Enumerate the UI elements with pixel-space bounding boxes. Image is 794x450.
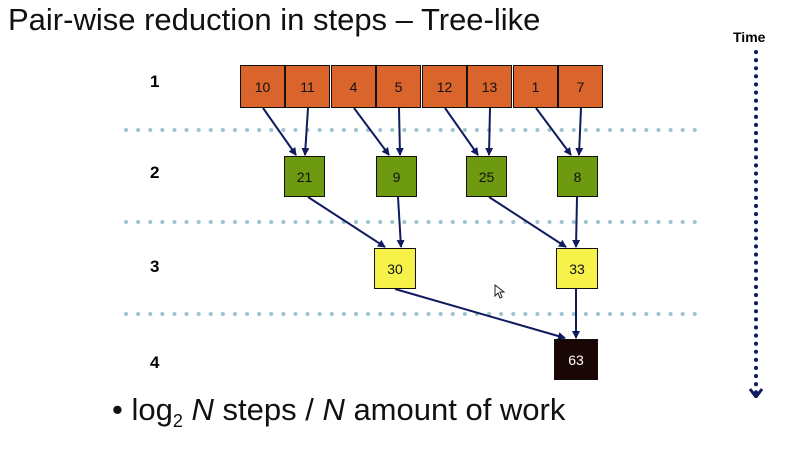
arrow-7-to-8 bbox=[575, 107, 584, 156]
time-axis-label: Time bbox=[733, 29, 766, 45]
mouse-cursor-icon bbox=[494, 283, 506, 299]
level1-box-4: 4 bbox=[331, 65, 376, 108]
level2-box-25: 25 bbox=[466, 156, 507, 197]
level3-box-33: 33 bbox=[556, 248, 598, 289]
arrow-13-to-25 bbox=[485, 107, 494, 156]
level4-box-63: 63 bbox=[554, 339, 598, 380]
step-label-2: 2 bbox=[150, 163, 160, 182]
footer-steps-text: steps / bbox=[213, 392, 323, 427]
step-label-1: 1 bbox=[150, 72, 160, 91]
level2-box-8: 8 bbox=[557, 156, 598, 197]
slide-title: Pair-wise reduction in steps – Tree-like bbox=[8, 2, 541, 37]
bullet-icon: • bbox=[112, 392, 123, 427]
footer-log-base: 2 bbox=[172, 411, 183, 432]
footer-bullet-text: • log2 N steps / N amount of work bbox=[112, 392, 565, 432]
footer-work-text: amount of work bbox=[344, 392, 566, 427]
arrow-30-to-63 bbox=[394, 288, 566, 340]
arrow-25-to-33 bbox=[488, 196, 567, 248]
footer-log: log bbox=[131, 392, 173, 427]
arrow-11-to-21 bbox=[301, 107, 310, 156]
level1-box-13: 13 bbox=[467, 65, 512, 108]
step-label-4: 4 bbox=[150, 353, 160, 372]
level2-box-21: 21 bbox=[284, 156, 325, 197]
arrow-21-to-30 bbox=[307, 196, 386, 248]
arrow-10-to-21 bbox=[262, 107, 297, 156]
arrow-5-to-9 bbox=[395, 107, 404, 156]
level1-box-10: 10 bbox=[240, 65, 285, 108]
level1-box-11: 11 bbox=[285, 65, 330, 108]
arrow-9-to-30 bbox=[396, 196, 405, 248]
arrow-12-to-25 bbox=[444, 107, 479, 156]
arrow-8-to-33 bbox=[572, 196, 581, 248]
level1-box-1: 1 bbox=[513, 65, 558, 108]
footer-n-variable-2: N bbox=[322, 392, 345, 427]
arrow-1-to-8 bbox=[535, 107, 572, 156]
step-label-3: 3 bbox=[150, 257, 160, 276]
arrow-4-to-9 bbox=[353, 107, 390, 156]
footer-n-variable: N bbox=[191, 392, 214, 427]
level2-box-9: 9 bbox=[376, 156, 417, 197]
level1-box-7: 7 bbox=[558, 65, 603, 108]
level1-box-5: 5 bbox=[376, 65, 421, 108]
level3-box-30: 30 bbox=[374, 248, 416, 289]
level1-box-12: 12 bbox=[422, 65, 467, 108]
